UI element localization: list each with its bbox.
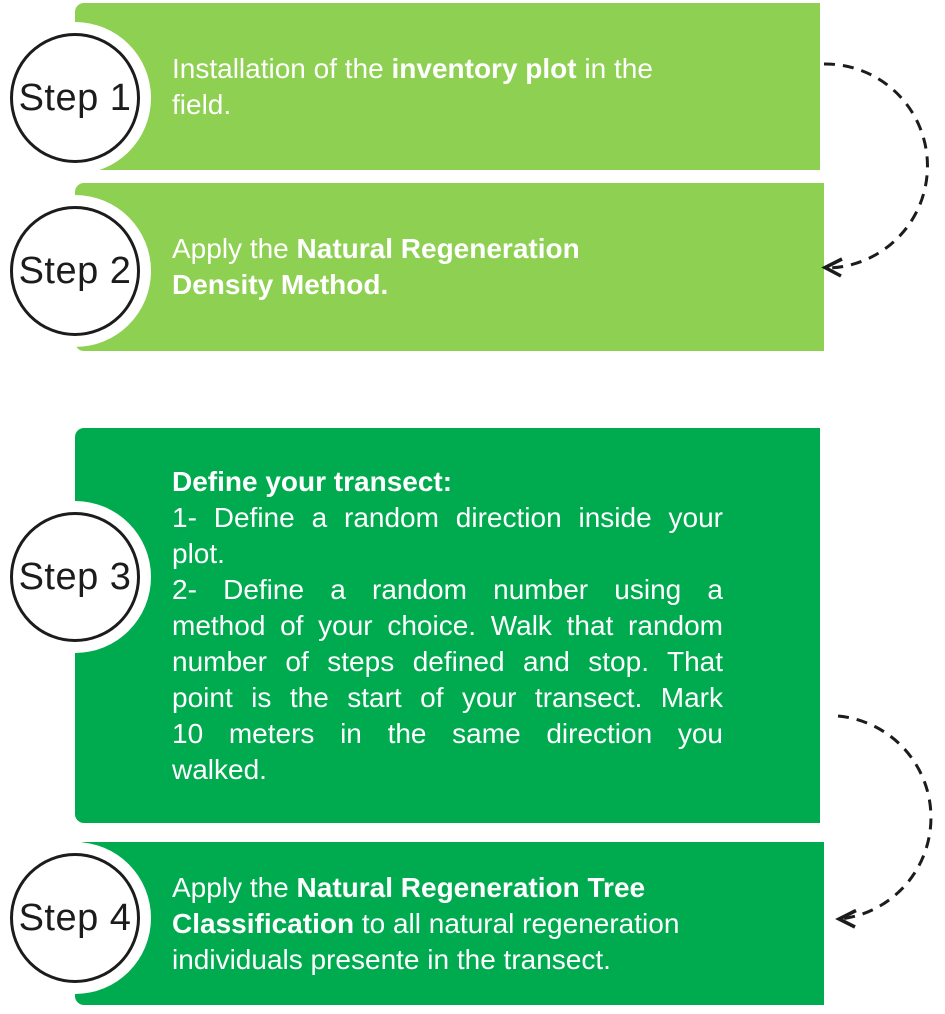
step2-label: Step 2 [18,249,132,292]
text-line: point is the start of your transect. Mar… [172,681,723,713]
arrow-step1-to-step2-icon [821,62,929,278]
step3-circle: Step 3 [10,512,140,642]
step1-text: Installation of the inventory plot in th… [75,51,723,123]
arrow-step1-to-step2-curve [823,62,929,270]
arrow-step1-to-step2-head [821,257,843,278]
text-line: 2- Define a random number using a [172,573,723,605]
text-line: number of steps defined and stop. That [172,645,723,677]
arrow-step3-to-step4-curve [837,714,933,921]
text-line: walked. [172,753,267,785]
step3-label: Step 3 [18,555,132,598]
step1-label: Step 1 [18,76,132,119]
text-line: method of your choice. Walk that random [172,609,723,641]
text-line: Apply the Natural Regeneration Tree [172,871,646,903]
text-line: Define your transect: [172,465,453,497]
text-line: 1- Define a random direction inside your [172,501,723,533]
step1-circle: Step 1 [10,33,140,163]
arrow-step3-to-step4-head [835,908,857,929]
text-line: plot. [172,537,225,569]
text-line: Installation of the inventory plot in th… [172,52,653,84]
step2-circle: Step 2 [10,206,140,336]
text-line: field. [172,88,232,120]
text-line: 10 meters in the same direction you [172,717,723,749]
step4-label: Step 4 [18,896,132,939]
text-line: Density Method. [172,269,389,300]
step3-text: Define your transect: 1- Define a random … [75,464,723,788]
step3-box: Define your transect: 1- Define a random … [75,428,820,823]
text-line: Apply the Natural Regeneration [172,233,580,264]
step4-circle: Step 4 [10,853,140,983]
step1-box: Installation of the inventory plot in th… [75,3,820,170]
arrow-step3-to-step4-icon [835,714,933,929]
text-line: Classification to all natural regenerati… [172,907,680,939]
text-line: individuals presente in the transect. [172,943,611,975]
